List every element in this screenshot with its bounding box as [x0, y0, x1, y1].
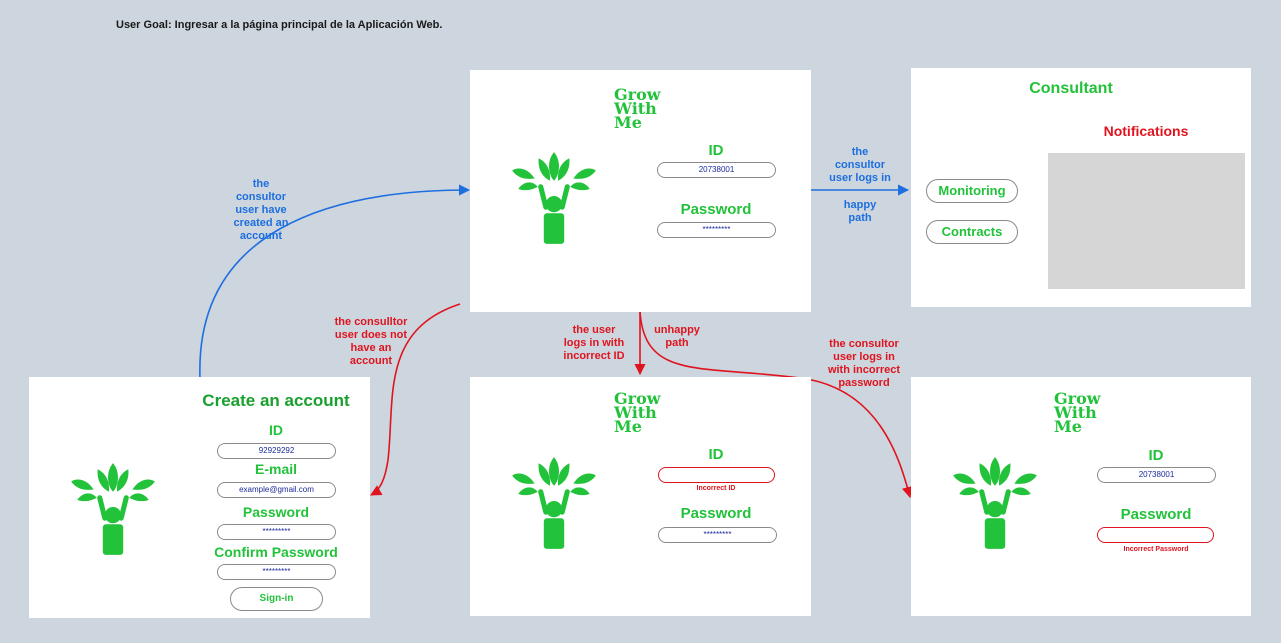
password-input[interactable]: *********: [658, 527, 777, 543]
confirm-password-label: Confirm Password: [214, 544, 338, 560]
notifications-title: Notifications: [1103, 123, 1189, 139]
edge-label-happy-path: happy path: [843, 199, 877, 224]
consultant-panel: Consultant Notifications Monitoring Cont…: [911, 68, 1251, 307]
id-input[interactable]: 20738001: [1097, 467, 1216, 483]
password-label: Password: [242, 504, 310, 520]
password-label: Password: [680, 505, 752, 522]
id-input[interactable]: 92929292: [217, 443, 336, 459]
edge-label-unhappy-path: unhappy path: [654, 324, 700, 349]
password-input[interactable]: *********: [217, 524, 336, 540]
contracts-button[interactable]: Contracts: [926, 220, 1018, 244]
create-account-panel: Create an account ID 92929292 E-mail exa…: [29, 377, 370, 618]
id-label: ID: [1148, 447, 1164, 464]
signin-button[interactable]: Sign-in: [230, 587, 323, 611]
password-input[interactable]: [1097, 527, 1214, 543]
confirm-password-input[interactable]: *********: [217, 564, 336, 580]
arrow-created-account: [199, 184, 471, 379]
email-label: E-mail: [254, 461, 298, 477]
id-label: ID: [708, 142, 724, 159]
tree-person-icon: [69, 459, 157, 559]
monitoring-button[interactable]: Monitoring: [926, 179, 1018, 203]
password-input[interactable]: *********: [657, 222, 776, 238]
notifications-area[interactable]: [1048, 153, 1245, 289]
tree-person-icon: [951, 453, 1039, 553]
tree-person-icon: [510, 453, 598, 553]
tree-person-icon: [510, 148, 598, 248]
id-label: ID: [708, 446, 724, 463]
id-label: ID: [269, 422, 283, 438]
consultant-title: Consultant: [1029, 80, 1113, 97]
email-input[interactable]: example@gmail.com: [217, 482, 336, 498]
id-input[interactable]: [658, 467, 775, 483]
arrow-no-account: [370, 303, 461, 496]
password-error-message: Incorrect Password: [1123, 546, 1189, 553]
edge-label-created-account: the consultor user have created an accou…: [233, 178, 289, 242]
user-goal: User Goal: Ingresar a la página principa…: [116, 19, 443, 31]
id-error-message: Incorrect ID: [696, 485, 736, 492]
create-account-title: Create an account: [202, 391, 350, 410]
edge-label-incorrect-password: the consultor user logs in with incorrec…: [827, 338, 901, 389]
edge-label-no-account: the consulltor user does not have an acc…: [334, 316, 408, 367]
password-label: Password: [680, 201, 752, 218]
password-label: Password: [1120, 506, 1192, 523]
edge-label-incorrect-id: the user logs in with incorrect ID: [563, 324, 625, 362]
edge-label-logs-in: the consultor user logs in: [829, 146, 891, 184]
id-input[interactable]: 20738001: [657, 162, 776, 178]
